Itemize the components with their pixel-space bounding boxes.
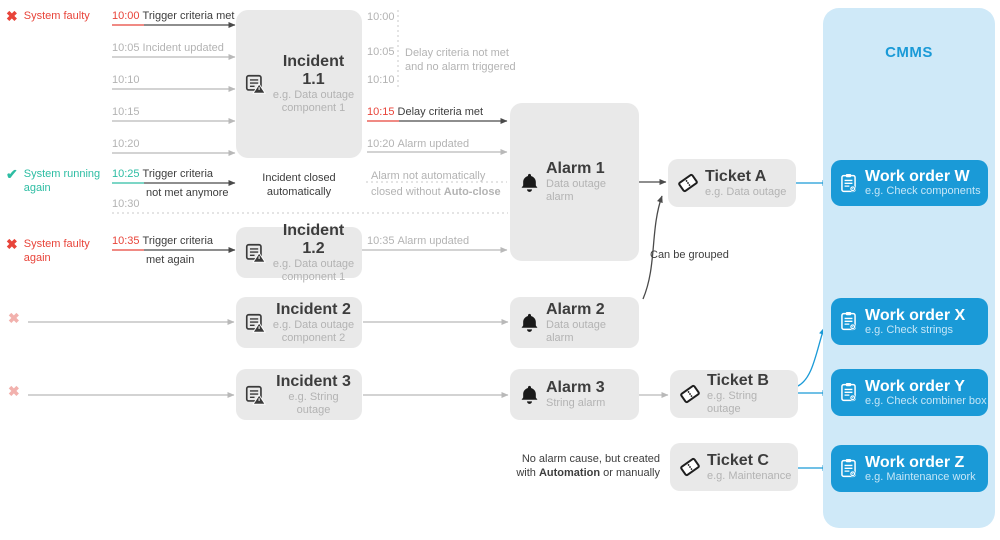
status-system-running-again: ✔ System running again: [6, 167, 119, 195]
node-subtitle: Data outage alarm: [546, 178, 606, 203]
ticket-a-node: Ticket A e.g. Data outage: [668, 159, 796, 207]
alarm-3-node: Alarm 3 String alarm: [510, 369, 639, 420]
incident-icon: [244, 384, 266, 406]
node-subtitle: e.g. String outage: [707, 390, 758, 415]
status-label: System faulty: [23, 10, 90, 22]
cmms-panel: [823, 8, 995, 528]
work-order-icon: [838, 309, 859, 334]
work-order-title: Work order W: [865, 168, 970, 185]
node-subtitle: e.g. Maintenance: [707, 469, 792, 482]
node-title: Ticket C: [707, 451, 769, 469]
incident-3-node: Incident 3 e.g. String outage: [236, 369, 362, 420]
alarm-2-node: Alarm 2 Data outage alarm: [510, 297, 639, 348]
work-order-subtitle: e.g. Maintenance work: [865, 470, 976, 483]
timeline-entry: 10:20: [112, 138, 140, 150]
work-order-subtitle: e.g. Check combiner box: [865, 394, 987, 407]
ticket-b-node: Ticket B e.g. String outage: [670, 370, 798, 418]
timeline-entry: 10:30: [112, 198, 140, 210]
node-subtitle: e.g. Data outage component 1: [272, 89, 355, 114]
work-order-icon: [838, 380, 859, 405]
note-alarm-not-closed: Alarm not automatically closed without A…: [371, 170, 501, 198]
node-subtitle: String alarm: [546, 397, 606, 409]
bell-icon: [518, 383, 541, 406]
cross-icon: ✖: [6, 8, 18, 24]
ticket-icon: [678, 455, 702, 479]
note-no-alarm-cause: No alarm cause, but created with Automat…: [516, 453, 660, 479]
incident-icon: [244, 312, 266, 334]
alarm-1-node: Alarm 1 Data outage alarm: [510, 103, 639, 261]
timeline-entry-line2: not met anymore: [146, 187, 229, 199]
cross-icon: ✖: [6, 236, 18, 252]
timeline-entry: 10:10: [367, 74, 395, 86]
node-title: Incident 3: [276, 372, 351, 390]
node-title: Incident 2: [276, 300, 351, 318]
work-order-subtitle: e.g. Check strings: [865, 323, 954, 336]
work-order-w-node: Work order W e.g. Check components: [831, 160, 988, 206]
work-order-y-node: Work order Y e.g. Check combiner box: [831, 369, 988, 416]
cross-icon: ✖: [8, 383, 20, 399]
node-subtitle: Data outage alarm: [546, 318, 606, 344]
note-incident-closed: Incident closed automatically: [262, 172, 336, 198]
status-label: System faulty again: [23, 238, 90, 264]
cross-icon: ✖: [8, 310, 20, 326]
timeline-entry: 10:00: [367, 11, 395, 23]
timeline-entry: 10:15: [112, 106, 140, 118]
node-title: Ticket B: [707, 372, 769, 389]
note-can-be-grouped: Can be grouped: [650, 249, 729, 261]
ticket-icon: [676, 171, 700, 195]
status-label: System running again: [23, 168, 101, 194]
bell-icon: [518, 171, 541, 194]
work-order-subtitle: e.g. Check components: [865, 185, 981, 197]
incident-1-2-node: Incident 1.2 e.g. Data outage component …: [236, 222, 362, 283]
ticket-c-node: Ticket C e.g. Maintenance: [670, 443, 798, 491]
work-order-icon: [838, 456, 859, 481]
node-title: Incident 1.1: [282, 53, 345, 88]
work-order-x-node: Work order X e.g. Check strings: [831, 298, 988, 345]
incident-icon: [244, 73, 266, 95]
node-title: Alarm 2: [546, 300, 605, 318]
node-subtitle: e.g. String outage: [288, 390, 339, 416]
node-subtitle: e.g. Data outage component 2: [272, 318, 355, 344]
status-faded-incident2: ✖: [8, 311, 20, 326]
status-system-faulty-again: ✖ System faulty again: [6, 237, 119, 265]
status-faded-incident3: ✖: [8, 384, 20, 399]
timeline-entry: 10:10: [112, 74, 140, 86]
work-order-title: Work order Z: [865, 453, 965, 471]
work-order-title: Work order X: [865, 306, 966, 324]
node-title: Alarm 3: [546, 379, 605, 396]
node-subtitle: e.g. Data outage: [705, 185, 787, 198]
incident-2-node: Incident 2 e.g. Data outage component 2: [236, 297, 362, 348]
cmms-title: CMMS: [885, 44, 933, 61]
timeline-entry-line2: met again: [146, 254, 195, 266]
node-title: Ticket A: [705, 167, 767, 185]
arrow-ticketB-workX: [797, 327, 825, 387]
node-title: Incident 1.2: [282, 221, 345, 257]
check-icon: ✔: [6, 166, 18, 182]
node-title: Alarm 1: [546, 160, 605, 177]
bell-icon: [518, 311, 541, 334]
incident-icon: [244, 242, 266, 264]
note-delay-not-met: Delay criteria not met and no alarm trig…: [405, 47, 516, 73]
status-system-faulty: ✖ System faulty: [6, 9, 119, 24]
incident-1-1-node: Incident 1.1 e.g. Data outage component …: [236, 10, 362, 158]
ticket-icon: [678, 382, 702, 406]
work-order-icon: [838, 171, 859, 196]
node-subtitle: e.g. Data outage component 1: [272, 257, 355, 283]
timeline-entry: 10:05: [367, 46, 395, 58]
work-order-title: Work order Y: [865, 377, 965, 395]
work-order-z-node: Work order Z e.g. Maintenance work: [831, 445, 988, 492]
